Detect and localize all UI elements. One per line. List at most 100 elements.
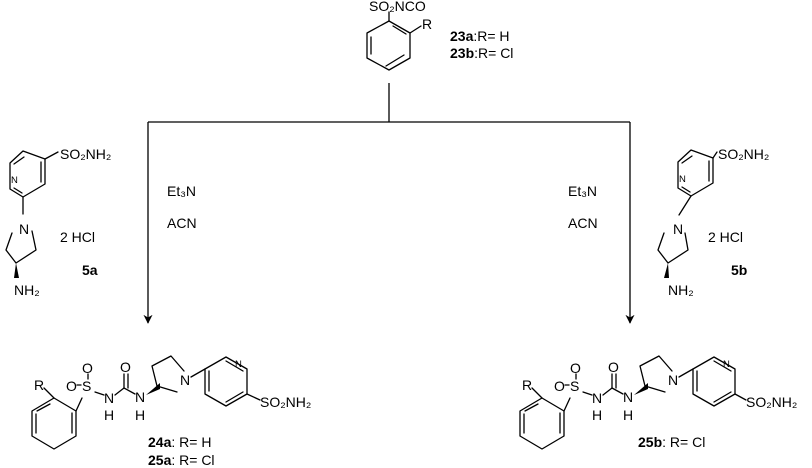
stereo-wedge-bond (634, 383, 648, 395)
compound-r-25b: : R= Cl (662, 434, 705, 450)
s-n-bond (94, 391, 105, 396)
pyrrolidine-n-label: N (180, 372, 190, 388)
product-benzene-ring (31, 397, 77, 450)
product-25b: R S O O N H O N H N N SO₂NH₂ 25b: R= Cl (519, 355, 797, 450)
sulfonamide-bond (44, 151, 59, 160)
pyridine-double-bond (225, 360, 244, 372)
salt-label: 2 HCl (708, 229, 743, 245)
oxygen-left-label: O (66, 378, 77, 394)
compound-r-23b: :R= Cl (474, 45, 513, 61)
pyridine-n-label: N (235, 359, 242, 370)
nh-label: N (135, 389, 145, 405)
nh-h-label: H (104, 407, 114, 423)
reagent-double-bond (385, 54, 405, 67)
product-double-bond (36, 403, 51, 412)
sulfur-label: S (570, 378, 579, 394)
compound-id-25a: 25a (148, 452, 172, 468)
pyrrolidine-ring (639, 355, 673, 387)
stereo-wedge-bond (664, 263, 669, 278)
compound-id-23b: 23b (450, 45, 474, 61)
nh-label: N (592, 390, 602, 406)
sulfur-label: S (82, 378, 91, 394)
pyrrolidine-ring-bond (156, 385, 178, 393)
compound-r-24a: : R= H (171, 434, 211, 450)
compound-r-23a: :R= H (473, 28, 509, 44)
sulfonamide-label: SO₂NH₂ (60, 146, 111, 162)
compound-id-5a: 5a (82, 262, 98, 278)
oxygen-left-label: O (554, 378, 565, 394)
sulfonamide-bond (712, 151, 718, 159)
nh-h-label: H (592, 407, 602, 423)
reagent-r-bond (409, 25, 422, 34)
compound-id-5b: 5b (731, 262, 747, 278)
pyridine-ring (9, 150, 46, 198)
pyridine-pyrrolidine-bond (678, 195, 692, 216)
pyrrolidine-n-label: N (668, 372, 678, 388)
compound-label-25a: 25a: R= Cl (148, 452, 215, 468)
reagent-so2nco-label: SO₂NCO (369, 0, 426, 14)
amine-label: NH₂ (14, 282, 40, 298)
compound-label-23a: 23a:R= H (450, 28, 510, 44)
carbonyl-oxygen-label: O (120, 359, 131, 375)
r-label: R (34, 377, 44, 393)
product-benzene-ring (519, 397, 565, 450)
condition-base-left: Et₃N (167, 183, 196, 199)
nh-label: N (104, 390, 114, 406)
product-24a-25a: R S O O N H O N H N N SO₂NH₂ 24a: R= H 2… (31, 355, 311, 468)
compound-label-24a: 24a: R= H (148, 434, 211, 450)
reagent-r-label: R (422, 16, 432, 32)
pyridine-double-bond (13, 156, 25, 165)
s-n-bond (582, 391, 593, 396)
carbonyl-n-bond (123, 387, 136, 395)
nh-label: N (623, 389, 633, 405)
carbonyl-oxygen-label: O (608, 359, 619, 375)
pyridine-double-bond (713, 391, 732, 403)
n-pyridine-bond (190, 368, 206, 378)
condition-solvent-right: ACN (568, 215, 598, 231)
reagent-double-bond (392, 25, 407, 35)
reagent-23: SO₂NCO R 23a:R= H 23b:R= Cl (366, 0, 513, 71)
r-bond (531, 387, 543, 399)
r-label: R (522, 377, 532, 393)
pyridine-double-bond (681, 186, 691, 193)
compound-label-25b: 25b: R= Cl (638, 434, 705, 450)
pyrrolidine-ring (657, 232, 689, 264)
compound-label-23b: 23b:R= Cl (450, 45, 513, 61)
compound-id-23a: 23a (450, 28, 474, 44)
amine-5b: SO₂NH₂ N N NH₂ 2 HCl 5b (657, 146, 769, 298)
n-carbonyl-bond (114, 387, 125, 396)
condition-base-right: Et₃N (568, 183, 597, 199)
pyrrolidine-n-label: N (673, 221, 683, 237)
stereo-hash-bond (146, 383, 160, 395)
n-pyridine-bond (678, 368, 694, 378)
pyrrolidine-ring (151, 355, 185, 387)
oxygen-top-label: O (82, 360, 93, 376)
aryl-s-bond (563, 397, 571, 412)
salt-label: 2 HCl (60, 229, 95, 245)
stereo-hash-bond (14, 263, 19, 278)
pyridine-double-bond (225, 391, 244, 403)
nh-h-label: H (135, 407, 145, 423)
condition-solvent-left: ACN (167, 215, 197, 231)
sulfonamide-bond (246, 393, 261, 401)
pyrrolidine-ring-bond (644, 385, 666, 393)
r-bond (43, 387, 55, 399)
oxygen-top-label: O (570, 360, 581, 376)
amine-5a: SO₂NH₂ N N NH₂ 2 HCl 5a (5, 146, 111, 298)
pyrrolidine-n-label: N (19, 221, 29, 237)
n-carbonyl-bond (602, 387, 613, 396)
reagent-benzene-ring (366, 20, 411, 71)
sulfonamide-label: SO₂NH₂ (260, 394, 311, 410)
pyridine-double-bond (681, 155, 693, 164)
sulfonamide-bond (734, 393, 747, 401)
compound-id-25b: 25b (638, 434, 662, 450)
nh-h-label: H (623, 407, 633, 423)
pyridine-n-label: N (723, 359, 730, 370)
compound-r-25a: : R= Cl (171, 452, 214, 468)
product-double-bond (524, 403, 539, 412)
pyridine-n-label: N (11, 175, 18, 186)
pyridine-n-label: N (679, 174, 686, 185)
sulfonamide-label: SO₂NH₂ (746, 394, 797, 410)
sulfonamide-label: SO₂NH₂ (718, 146, 769, 162)
